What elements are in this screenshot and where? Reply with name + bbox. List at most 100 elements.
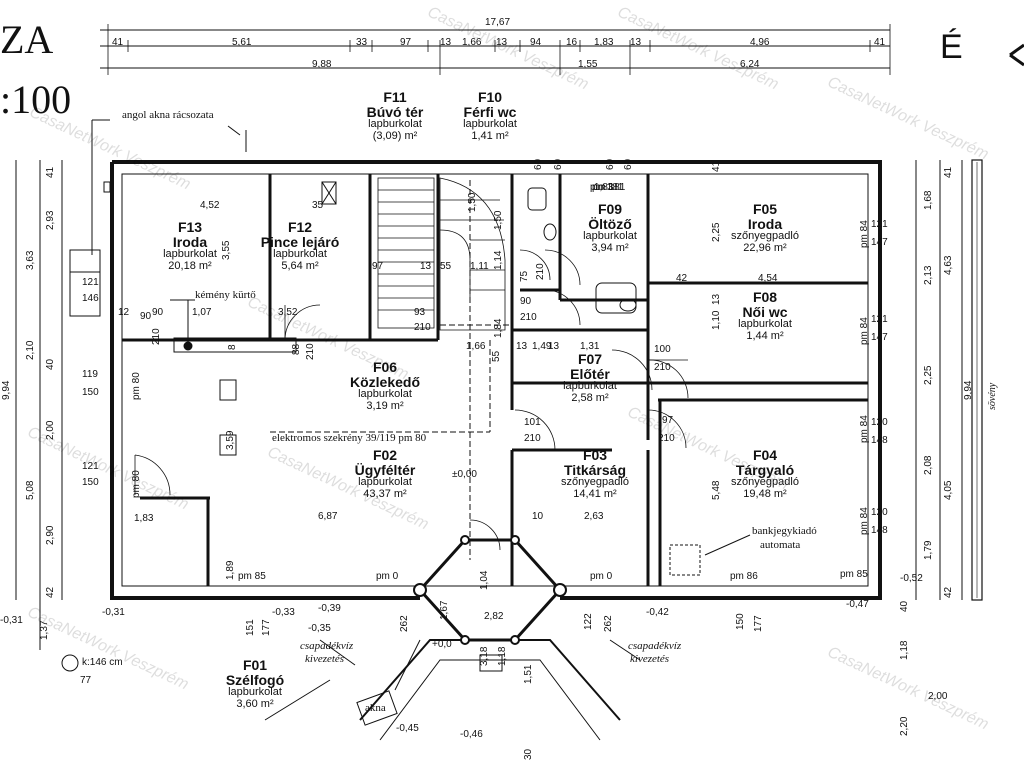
room-code: F11 bbox=[383, 89, 407, 105]
dimension-label: 177 bbox=[753, 615, 764, 632]
room-f08: F08 Női wc lapburkolat 1,44 m² bbox=[715, 290, 815, 342]
room-floor: lapburkolat bbox=[228, 686, 282, 699]
room-code: F04 bbox=[752, 447, 778, 463]
dimension-label: pm 0 bbox=[376, 571, 399, 582]
dimension-label: 1,31 bbox=[580, 341, 600, 352]
room-name: Iroda bbox=[172, 233, 208, 250]
dimension-label: 1,10 bbox=[711, 310, 722, 330]
level-mark: -0,42 bbox=[646, 607, 669, 618]
room-f06: F06 Közlekedő lapburkolat 3,19 m² bbox=[335, 360, 435, 412]
right-dim: 2,25 bbox=[923, 365, 934, 385]
dimension-label: 1,67 bbox=[439, 600, 450, 620]
dimension-label: 30 bbox=[523, 748, 534, 760]
dimension-label: 60 bbox=[605, 158, 616, 170]
level-mark: -0,39 bbox=[318, 603, 341, 614]
room-f01: F01 Szélfogó lapburkolat 3,60 m² bbox=[205, 658, 305, 710]
left-dim: 2,10 bbox=[25, 340, 36, 360]
dimension-label: 1,51 bbox=[523, 664, 534, 684]
note-soveny: sövény bbox=[987, 382, 998, 410]
room-area: 43,37 m² bbox=[363, 487, 407, 500]
left-dim: 41 bbox=[45, 166, 56, 178]
top-dim: 41 bbox=[874, 37, 886, 48]
dimension-label: 1,83 bbox=[594, 182, 614, 193]
top-dim: 4,96 bbox=[750, 37, 770, 48]
room-area: 19,48 m² bbox=[743, 487, 787, 500]
room-code: F06 bbox=[372, 359, 398, 375]
dimension-label: pm 84 bbox=[859, 507, 870, 535]
top-dim: 41 bbox=[112, 37, 124, 48]
room-f07: F07 Előtér lapburkolat 2,58 m² bbox=[545, 352, 635, 404]
level-mark: -0,52 bbox=[900, 573, 923, 584]
top-dim: 5,61 bbox=[232, 37, 252, 48]
room-f12: F12 Pince lejáró lapburkolat 5,64 m² bbox=[250, 220, 350, 272]
dimension-label: pm 85 bbox=[840, 569, 868, 580]
top-dim: 1,55 bbox=[578, 59, 598, 70]
dimension-label: 210 bbox=[305, 343, 316, 360]
dimension-label: pm 181 bbox=[590, 182, 624, 193]
note-csapadek: kivezetés bbox=[630, 653, 670, 665]
dimension-label: 5,48 bbox=[711, 480, 722, 500]
room-area: 3,94 m² bbox=[591, 241, 629, 254]
right-dim: 1,79 bbox=[923, 540, 934, 560]
compass-label: É bbox=[940, 28, 963, 66]
dimension-label: 150 bbox=[735, 613, 746, 630]
right-dim: 41 bbox=[943, 166, 954, 178]
room-area: 22,96 m² bbox=[743, 241, 787, 254]
right-dim: 2,20 bbox=[899, 716, 910, 736]
dimension-label: 121 bbox=[82, 461, 99, 472]
right-dim: 40 bbox=[899, 600, 910, 612]
top-dim: 33 bbox=[356, 37, 368, 48]
dimension-label: 13 bbox=[711, 293, 722, 305]
room-floor: lapburkolat bbox=[368, 118, 422, 131]
room-floor: lapburkolat bbox=[358, 388, 412, 401]
dimension-label: 8 bbox=[227, 344, 238, 350]
dimension-label: 55 bbox=[440, 261, 452, 272]
dimension-label: 146 bbox=[82, 293, 99, 304]
room-code: F13 bbox=[177, 219, 203, 235]
top-dim: 13 bbox=[440, 37, 452, 48]
note-kemeny: kémény kürtő bbox=[195, 289, 256, 301]
left-dim: 2,00 bbox=[45, 420, 56, 440]
dimension-label: 75 bbox=[519, 270, 530, 282]
dimension-label: pm 86 bbox=[730, 571, 758, 582]
dimension-label: 1,11 bbox=[470, 261, 489, 272]
note-bankjegy: bankjegykiadó bbox=[752, 525, 817, 537]
room-f13: F13 Iroda lapburkolat 20,18 m² bbox=[140, 220, 240, 272]
room-floor: lapburkolat bbox=[738, 318, 792, 331]
room-area: 1,41 m² bbox=[471, 129, 509, 142]
room-name: Pince lejáró bbox=[260, 233, 340, 250]
right-dim: 4,05 bbox=[943, 480, 954, 500]
dimension-label: pm 85 bbox=[238, 571, 266, 582]
dimension-label: 2,63 bbox=[584, 511, 604, 522]
dimension-label: 1,84 bbox=[493, 318, 504, 338]
dimension-label: pm 181 bbox=[592, 182, 626, 193]
room-name: Ügyféltér bbox=[354, 461, 416, 478]
dimension-label: 90 bbox=[152, 307, 164, 318]
dimension-label: 90 bbox=[520, 296, 532, 307]
room-area: 3,60 m² bbox=[236, 697, 274, 710]
level-zero: ±0,00 bbox=[452, 469, 477, 480]
room-area: 5,64 m² bbox=[281, 259, 319, 272]
left-dim: 40 bbox=[45, 358, 56, 370]
title-fragment: ZA bbox=[0, 17, 54, 62]
dimension-label: 210 bbox=[658, 433, 675, 444]
left-dim: 1,37 bbox=[39, 620, 50, 640]
dimension-label: 119 bbox=[82, 369, 98, 380]
dimension-label: 1,89 bbox=[225, 560, 236, 580]
room-name: Búvó tér bbox=[366, 103, 424, 120]
dimension-label: 13 bbox=[516, 341, 528, 352]
note-k146: k:146 cm bbox=[82, 657, 123, 668]
dimension-label: 177 bbox=[261, 619, 272, 636]
room-name: Közlekedő bbox=[349, 373, 420, 390]
room-floor: lapburkolat bbox=[563, 380, 617, 393]
dimension-label: 60 bbox=[623, 158, 634, 170]
room-area: 1,44 m² bbox=[746, 329, 784, 342]
level-mark: -0,31 bbox=[102, 607, 125, 618]
level-mark: -0,31 bbox=[0, 615, 23, 626]
dimension-label: 1,83 bbox=[134, 513, 154, 524]
room-floor: lapburkolat bbox=[273, 248, 327, 261]
room-floor: lapburkolat bbox=[163, 248, 217, 261]
dimension-label: 6,87 bbox=[318, 511, 338, 522]
top-dim: 13 bbox=[630, 37, 642, 48]
